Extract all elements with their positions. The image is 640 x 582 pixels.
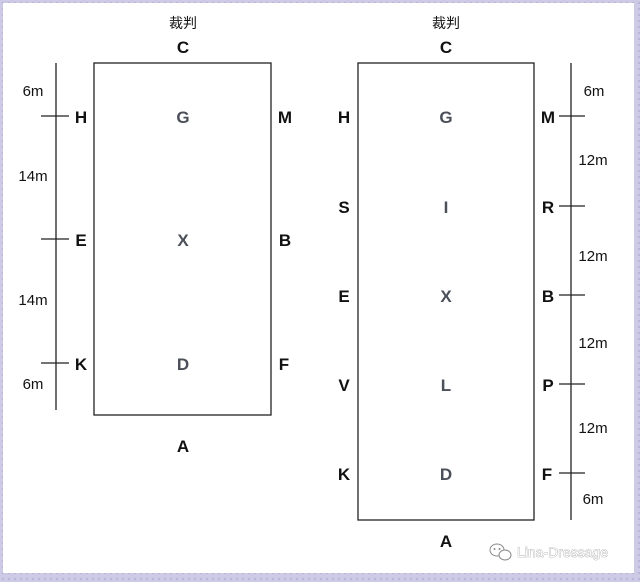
small-arena-distance-1: 6m (23, 83, 44, 100)
small-arena-letter-f: F (279, 355, 289, 374)
small-arena-letter-b: B (279, 231, 291, 250)
small-arena-letter-c: C (177, 38, 189, 57)
large-arena-letter-k: K (338, 465, 351, 484)
small-arena-letter-e: E (75, 231, 86, 250)
large-arena-letter-h: H (338, 108, 350, 127)
small-arena: 裁判 C A H E K M B F G X D 6m 14m 14m 6m (18, 16, 292, 456)
watermark: Lina-Dressage (489, 543, 609, 561)
large-arena-distance-4: 12m (578, 335, 607, 352)
small-arena-distance-2: 14m (18, 168, 47, 185)
large-arena-letter-x: X (440, 287, 452, 306)
small-arena-letter-m: M (278, 108, 292, 127)
large-arena-distance-6: 6m (583, 491, 604, 508)
large-arena-letter-p: P (542, 376, 553, 395)
large-arena-boundary (357, 62, 535, 521)
large-arena-letter-e: E (338, 287, 349, 306)
large-arena-distance-2: 12m (578, 152, 607, 169)
large-arena-judge-label: 裁判 (432, 16, 460, 32)
large-arena-letter-g: G (439, 108, 452, 127)
diagram-panel (3, 3, 634, 573)
large-arena-letter-d: D (440, 465, 452, 484)
small-arena-distance-4: 6m (23, 376, 44, 393)
large-arena-letter-a: A (440, 532, 452, 551)
large-arena-letter-v: V (338, 376, 350, 395)
small-arena-letter-d: D (177, 355, 189, 374)
small-arena-judge-label: 裁判 (169, 16, 197, 32)
large-arena: 裁判 C A H S E V K M R B P F G I X L D 6m … (338, 16, 608, 551)
large-arena-letter-l: L (441, 376, 451, 395)
large-arena-letter-c: C (440, 38, 452, 57)
large-arena-letter-f: F (542, 465, 552, 484)
small-arena-distance-3: 14m (18, 292, 47, 309)
large-arena-letter-b: B (542, 287, 554, 306)
small-arena-boundary (93, 62, 272, 416)
watermark-text: Lina-Dressage (517, 544, 608, 560)
small-arena-letter-a: A (177, 437, 189, 456)
large-arena-letter-r: R (542, 198, 554, 217)
large-arena-letter-i: I (444, 198, 449, 217)
large-arena-letter-m: M (541, 108, 555, 127)
small-arena-letter-h: H (75, 108, 87, 127)
large-arena-distance-1: 6m (584, 83, 605, 100)
large-arena-distance-5: 12m (578, 420, 607, 437)
large-arena-letter-s: S (338, 198, 349, 217)
small-arena-letter-k: K (75, 355, 88, 374)
small-arena-letter-g: G (176, 108, 189, 127)
large-arena-distance-3: 12m (578, 248, 607, 265)
small-arena-letter-x: X (177, 231, 189, 250)
wechat-icon (489, 543, 512, 561)
